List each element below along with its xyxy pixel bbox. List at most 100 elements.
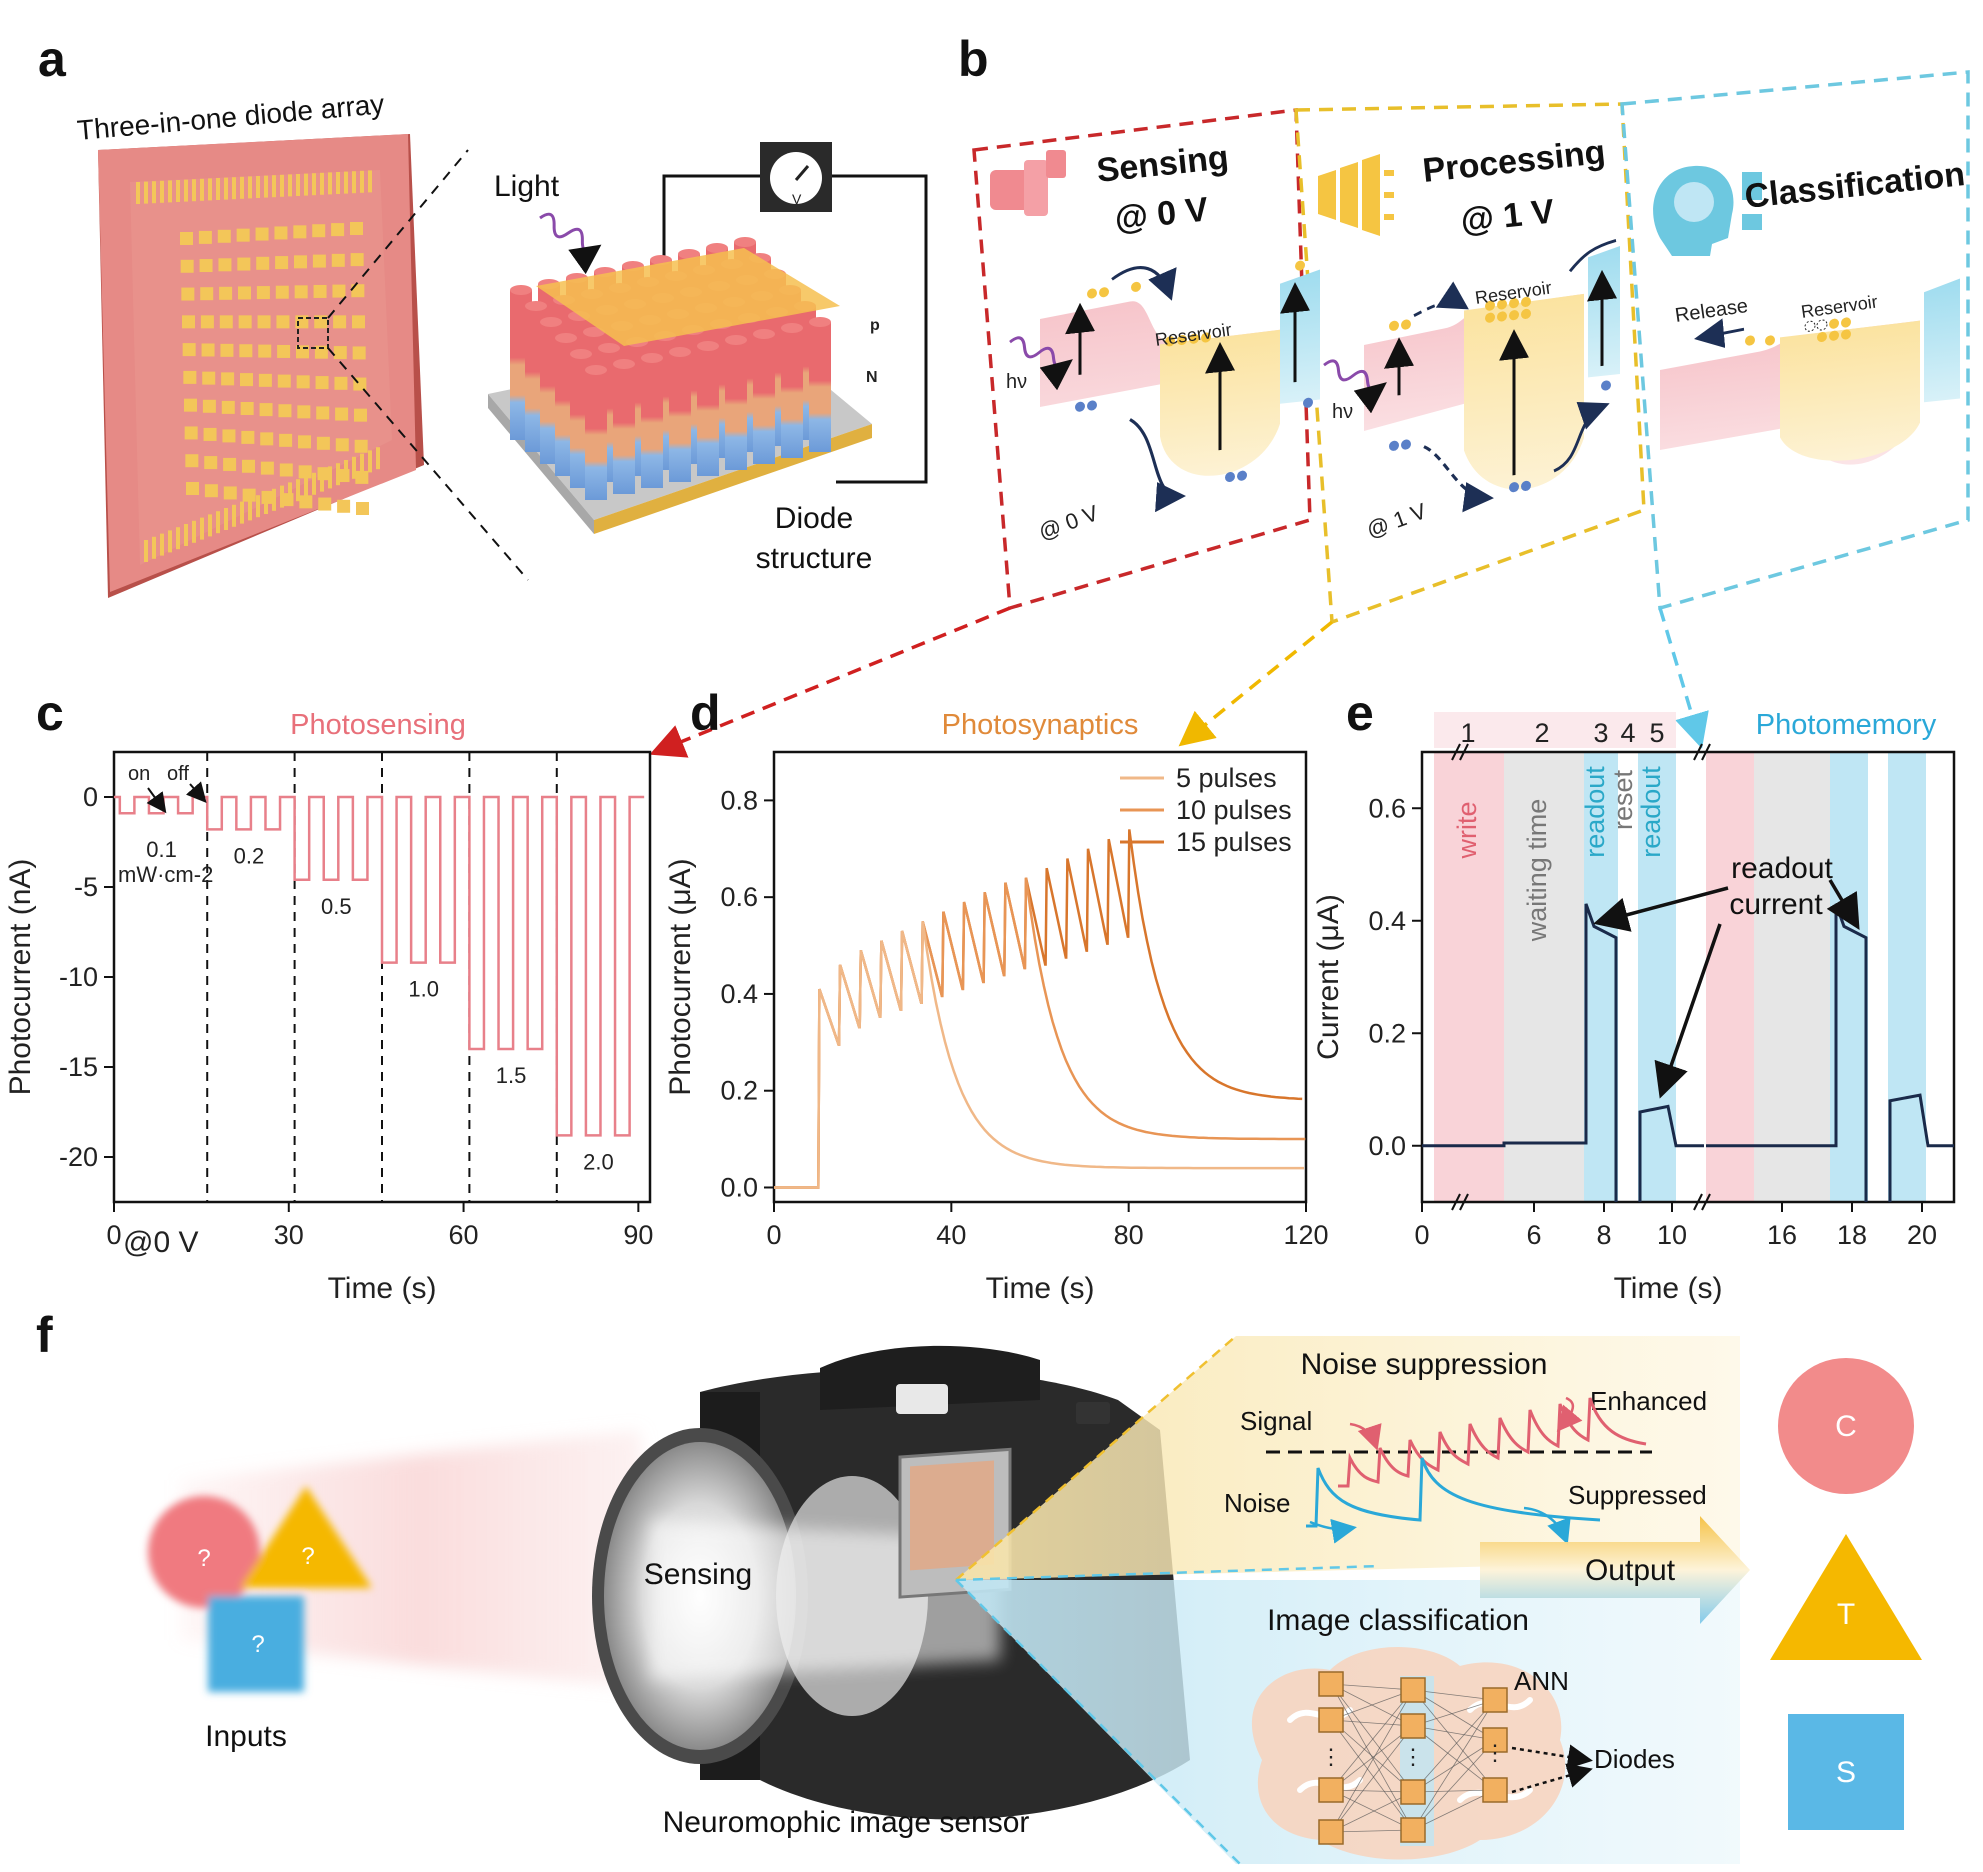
intensity-label: 0.5 [321,894,352,919]
classification-title: Classification [1743,155,1967,216]
noise-suppression-title: Noise suppression [1301,1348,1548,1381]
annotation-arrow [1826,879,1860,931]
chart-d-title: Photosynaptics [942,709,1139,741]
nanowire [725,340,747,470]
contact-finger [304,476,308,498]
ann-dots-1: ⋮ [1320,1744,1342,1769]
electrode-pad-grid [136,170,380,562]
contact-finger [352,171,356,194]
ann-connection [1330,1725,1414,1791]
contact-finger [328,172,332,195]
contact-finger [168,530,172,553]
sensing-hv-label: hν [1006,371,1027,393]
ann-connection [1412,1689,1496,1791]
electrode-pad [350,253,364,267]
electrode-pad [275,285,289,299]
electrode-pad [297,405,311,419]
chart-d-y-tick-label: 0.2 [720,1076,758,1106]
ann-connection [1330,1683,1414,1831]
electrode-pad [186,482,199,495]
electrode-pad [334,376,348,390]
legend-label: 5 pulses [1176,763,1277,793]
electrode-pad [294,285,308,299]
sensor-array [910,1460,994,1571]
electrode-pad [198,230,212,244]
diode-array-chip [98,134,424,598]
ann-connection [1330,1683,1414,1793]
contact-finger [312,173,316,196]
legend-label: 15 pulses [1176,827,1292,857]
ann-dots-2: ⋮ [1402,1744,1424,1769]
electrode-pad [237,257,251,271]
input-triangle-q: ? [301,1543,314,1570]
ann-connection [1412,1699,1496,1793]
chart-d-y-tick-label: 0.4 [720,979,758,1009]
contact-finger [232,177,236,200]
ann-connection [1412,1789,1496,1793]
electrode-pad [221,400,235,414]
phase-number: 2 [1534,718,1549,748]
chart-c-y-tick-label: -20 [59,1142,98,1172]
electrode-pad [220,343,234,357]
electrode-pad [199,259,213,273]
ann-network [1318,1671,1508,1845]
electrode-pad [354,439,368,453]
chart-e-y-tick-label: 0.0 [1368,1131,1406,1161]
output-label: Output [1585,1554,1676,1587]
nanowire-top [585,365,607,375]
light-wave [539,212,602,275]
contact-finger [360,453,364,476]
chart-e-y-axis-title: Current (μA) [1312,894,1345,1060]
chart-e-frame [1420,750,1956,1204]
ann-node [1318,1819,1344,1845]
electrode-pad [203,427,217,441]
contact-finger [360,170,364,193]
contact-finger [184,179,188,202]
series-trace [774,921,1304,1189]
electrode-pad [204,456,218,470]
panel-label-c: c [36,685,64,741]
nanowire [809,322,831,452]
ann-node [1482,1687,1508,1713]
inputs-label: Inputs [205,1720,287,1753]
electrode-pad [256,256,270,270]
series-trace [774,877,1306,1189]
contact-finger [208,514,212,537]
contact-finger [216,178,220,200]
electrode-pad [183,370,197,384]
unit-label: mW·cm-2 [118,862,213,887]
nanowire [753,334,775,464]
on-arrow [146,787,167,814]
electrode-pad [218,258,232,272]
processing-bias-label: @ 1 V [1363,498,1430,543]
nanowire-top [510,285,532,295]
electrode-pad [219,286,233,300]
contact-finger [312,472,316,495]
contact-finger [152,181,156,204]
contact-finger [320,172,324,195]
electrode-pad [274,226,288,240]
electrode-pad [277,344,291,358]
ann-label: ANN [1514,1666,1569,1696]
processing-hv-label: hν [1332,401,1353,423]
nanowire-top [570,349,592,359]
chart-e-x-tick-label: 16 [1767,1220,1797,1250]
axis-break [1693,1193,1703,1211]
contact-finger [160,180,164,203]
contact-finger [328,466,332,489]
contact-finger [280,485,284,508]
enhanced-label: Enhanced [1590,1386,1707,1416]
chart-d-x-axis-title: Time (s) [986,1272,1095,1305]
output-arrow [1480,1516,1750,1624]
nanowire-top [753,329,775,339]
input-square-q: ? [251,1631,264,1658]
wire-right [832,174,928,484]
electrode-pad [335,438,349,452]
chart-c-y-tick-label: -15 [59,1052,98,1082]
panel-b: b Sensing @ 0 V [649,31,1970,758]
off-arrow [185,781,207,804]
noise-trace [1306,1457,1601,1528]
intensity-label: 2.0 [583,1149,614,1174]
contact-finger [144,540,148,562]
